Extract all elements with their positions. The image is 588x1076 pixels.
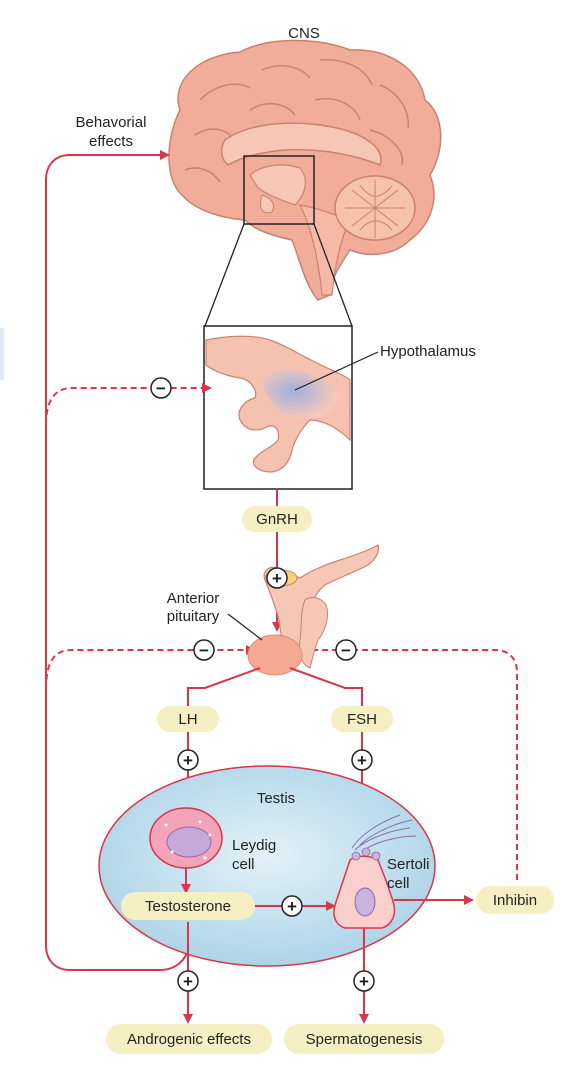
gnrh-plus-sign: + xyxy=(266,567,288,589)
testis-label: Testis xyxy=(257,790,295,807)
left-edge-tab xyxy=(0,328,4,380)
pituitary-feedback-pathway-left xyxy=(45,645,256,691)
anterior-pituitary-label-line1: Anterior xyxy=(167,590,220,607)
gnrh-pill: GnRH xyxy=(242,506,312,532)
svg-text:+: + xyxy=(183,751,193,770)
cns-label: CNS xyxy=(288,25,320,42)
svg-text:GnRH: GnRH xyxy=(256,511,298,528)
sertoli-cell xyxy=(333,814,417,929)
sertoli-cell-label-line1: Sertoli xyxy=(387,856,430,873)
svg-text:+: + xyxy=(359,972,369,991)
brain-illustration xyxy=(168,39,442,301)
androgenic-plus-sign: + xyxy=(177,970,199,992)
hypothalamus-box xyxy=(203,325,353,490)
spermatogenesis-pill: Spermatogenesis xyxy=(284,1024,444,1054)
svg-text:+: + xyxy=(272,569,282,588)
svg-text:+: + xyxy=(287,897,297,916)
anterior-pituitary xyxy=(247,634,303,676)
anterior-pituitary-leader xyxy=(227,613,263,641)
testosterone-pill: Testosterone xyxy=(121,892,255,920)
spermatogenesis-plus-sign: + xyxy=(353,970,375,992)
sertoli-cell-label-line2: cell xyxy=(387,875,410,892)
hypothalamus-leader xyxy=(294,351,379,391)
svg-text:Testosterone: Testosterone xyxy=(145,898,231,915)
fsh-pill: FSH xyxy=(331,706,393,732)
inhibin-feedback-pathway xyxy=(288,645,518,880)
androgenic-effects-pill: Androgenic effects xyxy=(106,1024,272,1054)
behavioral-effects-pathway xyxy=(45,150,189,971)
hypothalamus-label: Hypothalamus xyxy=(380,343,476,360)
behavioral-effects-label-line2: effects xyxy=(89,133,133,150)
brain-zoom-box xyxy=(243,155,315,225)
svg-text:+: + xyxy=(183,972,193,991)
leydig-cell xyxy=(149,807,223,869)
inhibin-pill: Inhibin xyxy=(476,886,554,914)
fsh-plus-sign: + xyxy=(351,749,373,771)
svg-text:Inhibin: Inhibin xyxy=(493,892,537,909)
testosterone-sertoli-plus-sign: + xyxy=(281,895,303,917)
svg-text:LH: LH xyxy=(178,711,197,728)
inhibin-minus-sign: − xyxy=(335,639,357,661)
svg-text:Androgenic effects: Androgenic effects xyxy=(127,1031,251,1048)
behavioral-effects-label-line1: Behavorial xyxy=(76,114,147,131)
lh-plus-sign: + xyxy=(177,749,199,771)
pituitary-to-fsh-line xyxy=(289,667,363,706)
svg-text:−: − xyxy=(156,379,166,398)
leydig-cell-label-line1: Leydig xyxy=(232,837,276,854)
leydig-cell-label-line2: cell xyxy=(232,856,255,873)
pituitary-to-lh-line xyxy=(187,667,261,706)
svg-text:−: − xyxy=(341,641,351,660)
anterior-pituitary-label-line2: pituitary xyxy=(167,608,220,625)
svg-text:Spermatogenesis: Spermatogenesis xyxy=(306,1031,423,1048)
hypothalamus-feedback-minus-sign: − xyxy=(150,377,172,399)
svg-text:FSH: FSH xyxy=(347,711,377,728)
lh-pill: LH xyxy=(157,706,219,732)
svg-text:−: − xyxy=(199,641,209,660)
hypothalamus-feedback-pathway xyxy=(45,383,212,426)
pituitary-left-minus-sign: − xyxy=(193,639,215,661)
svg-text:+: + xyxy=(357,751,367,770)
